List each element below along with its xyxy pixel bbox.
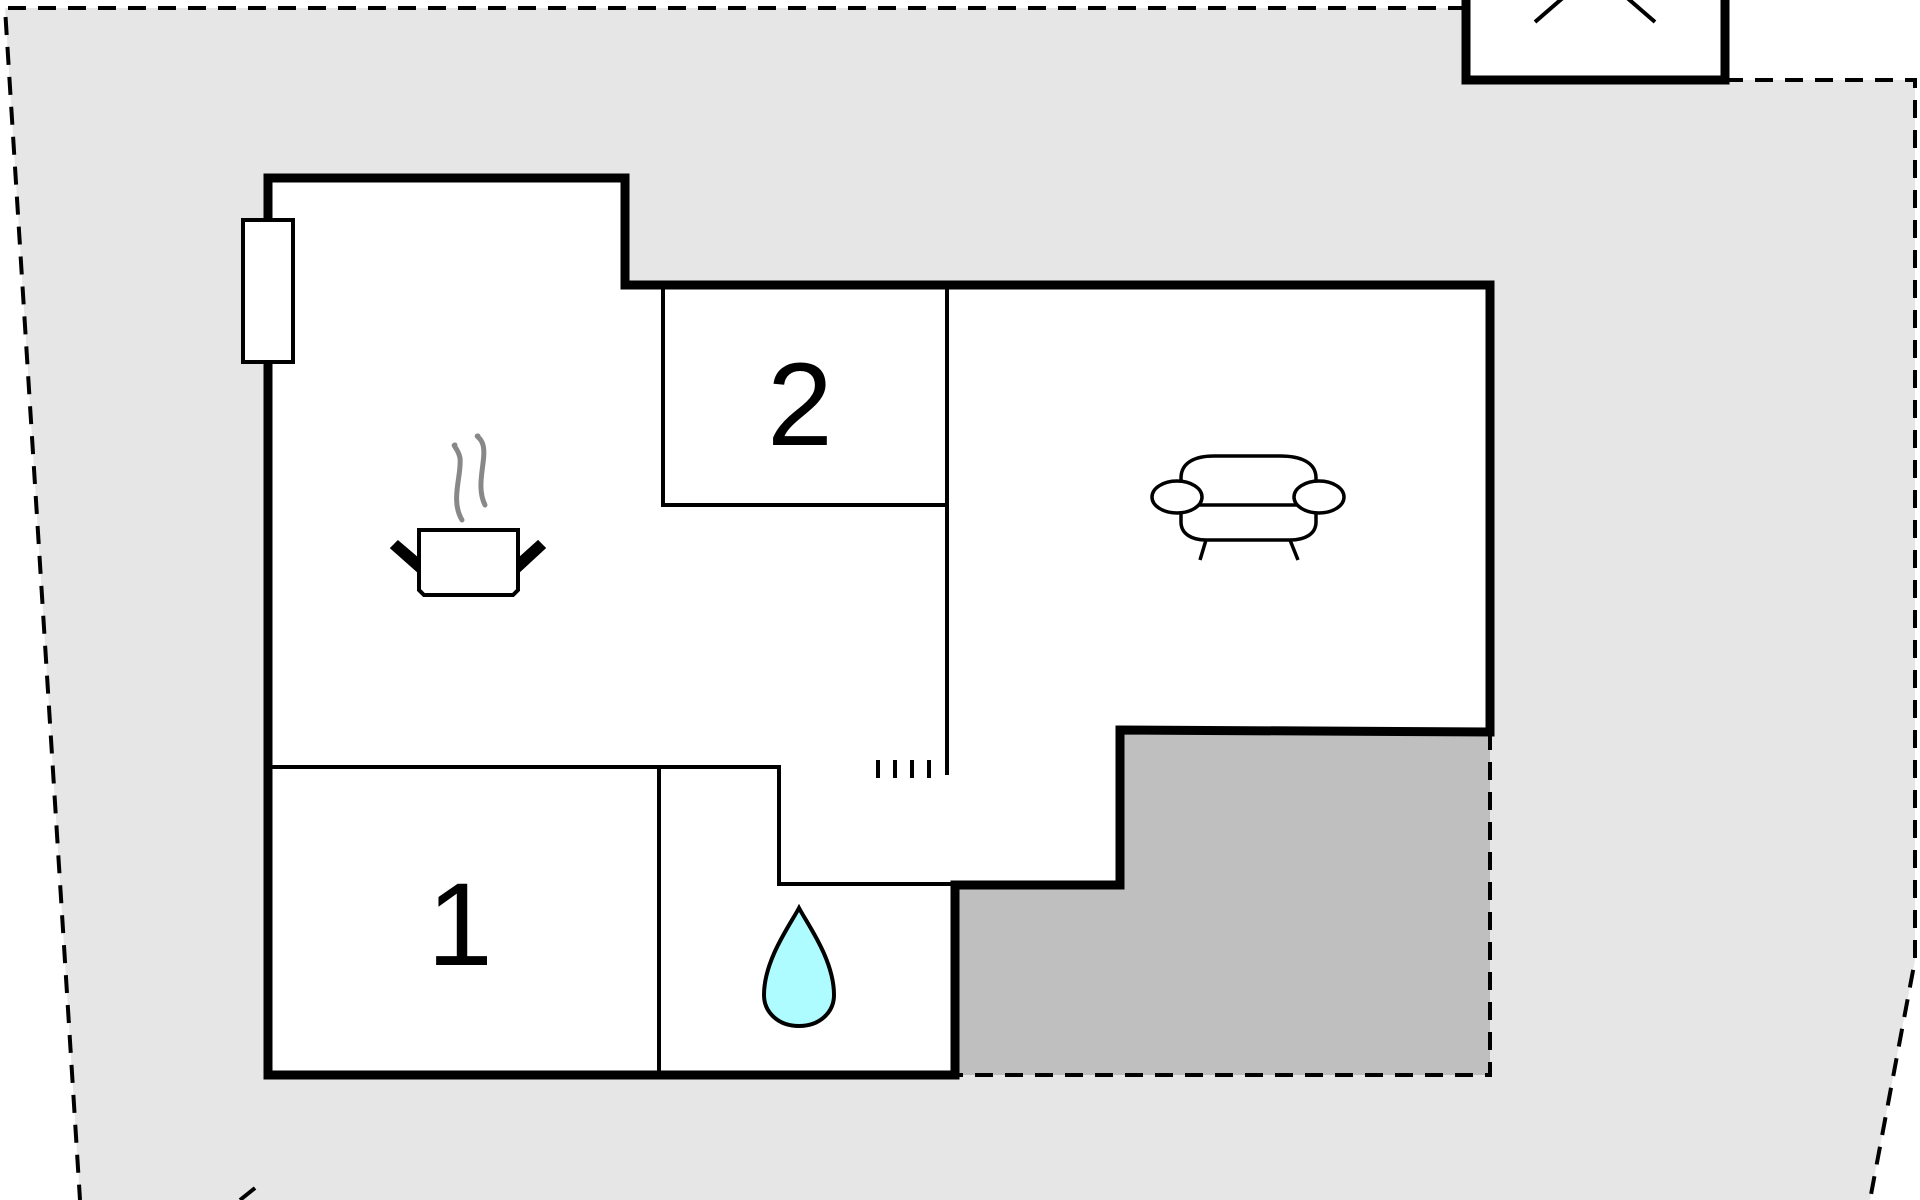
interior-walls (272, 289, 955, 1071)
stairs-icon (876, 760, 931, 778)
plot-boundary-right (1725, 78, 1917, 1200)
room-label-1: 1 (427, 859, 493, 991)
house-interior (268, 178, 1490, 1075)
room-label-2: 2 (767, 339, 833, 471)
door-icon (1461, 0, 1730, 85)
sofa-icon (1150, 454, 1346, 561)
plot-boundary (2, 6, 1466, 1200)
terrace-area (955, 730, 1490, 1075)
house-exterior-wall (263, 173, 1495, 1080)
water-drop-icon (761, 903, 837, 1029)
terrace-boundary (955, 732, 1492, 1077)
cooking-pot-icon (389, 433, 547, 597)
arrow-indicator (238, 1186, 257, 1200)
window-icon (241, 218, 295, 364)
